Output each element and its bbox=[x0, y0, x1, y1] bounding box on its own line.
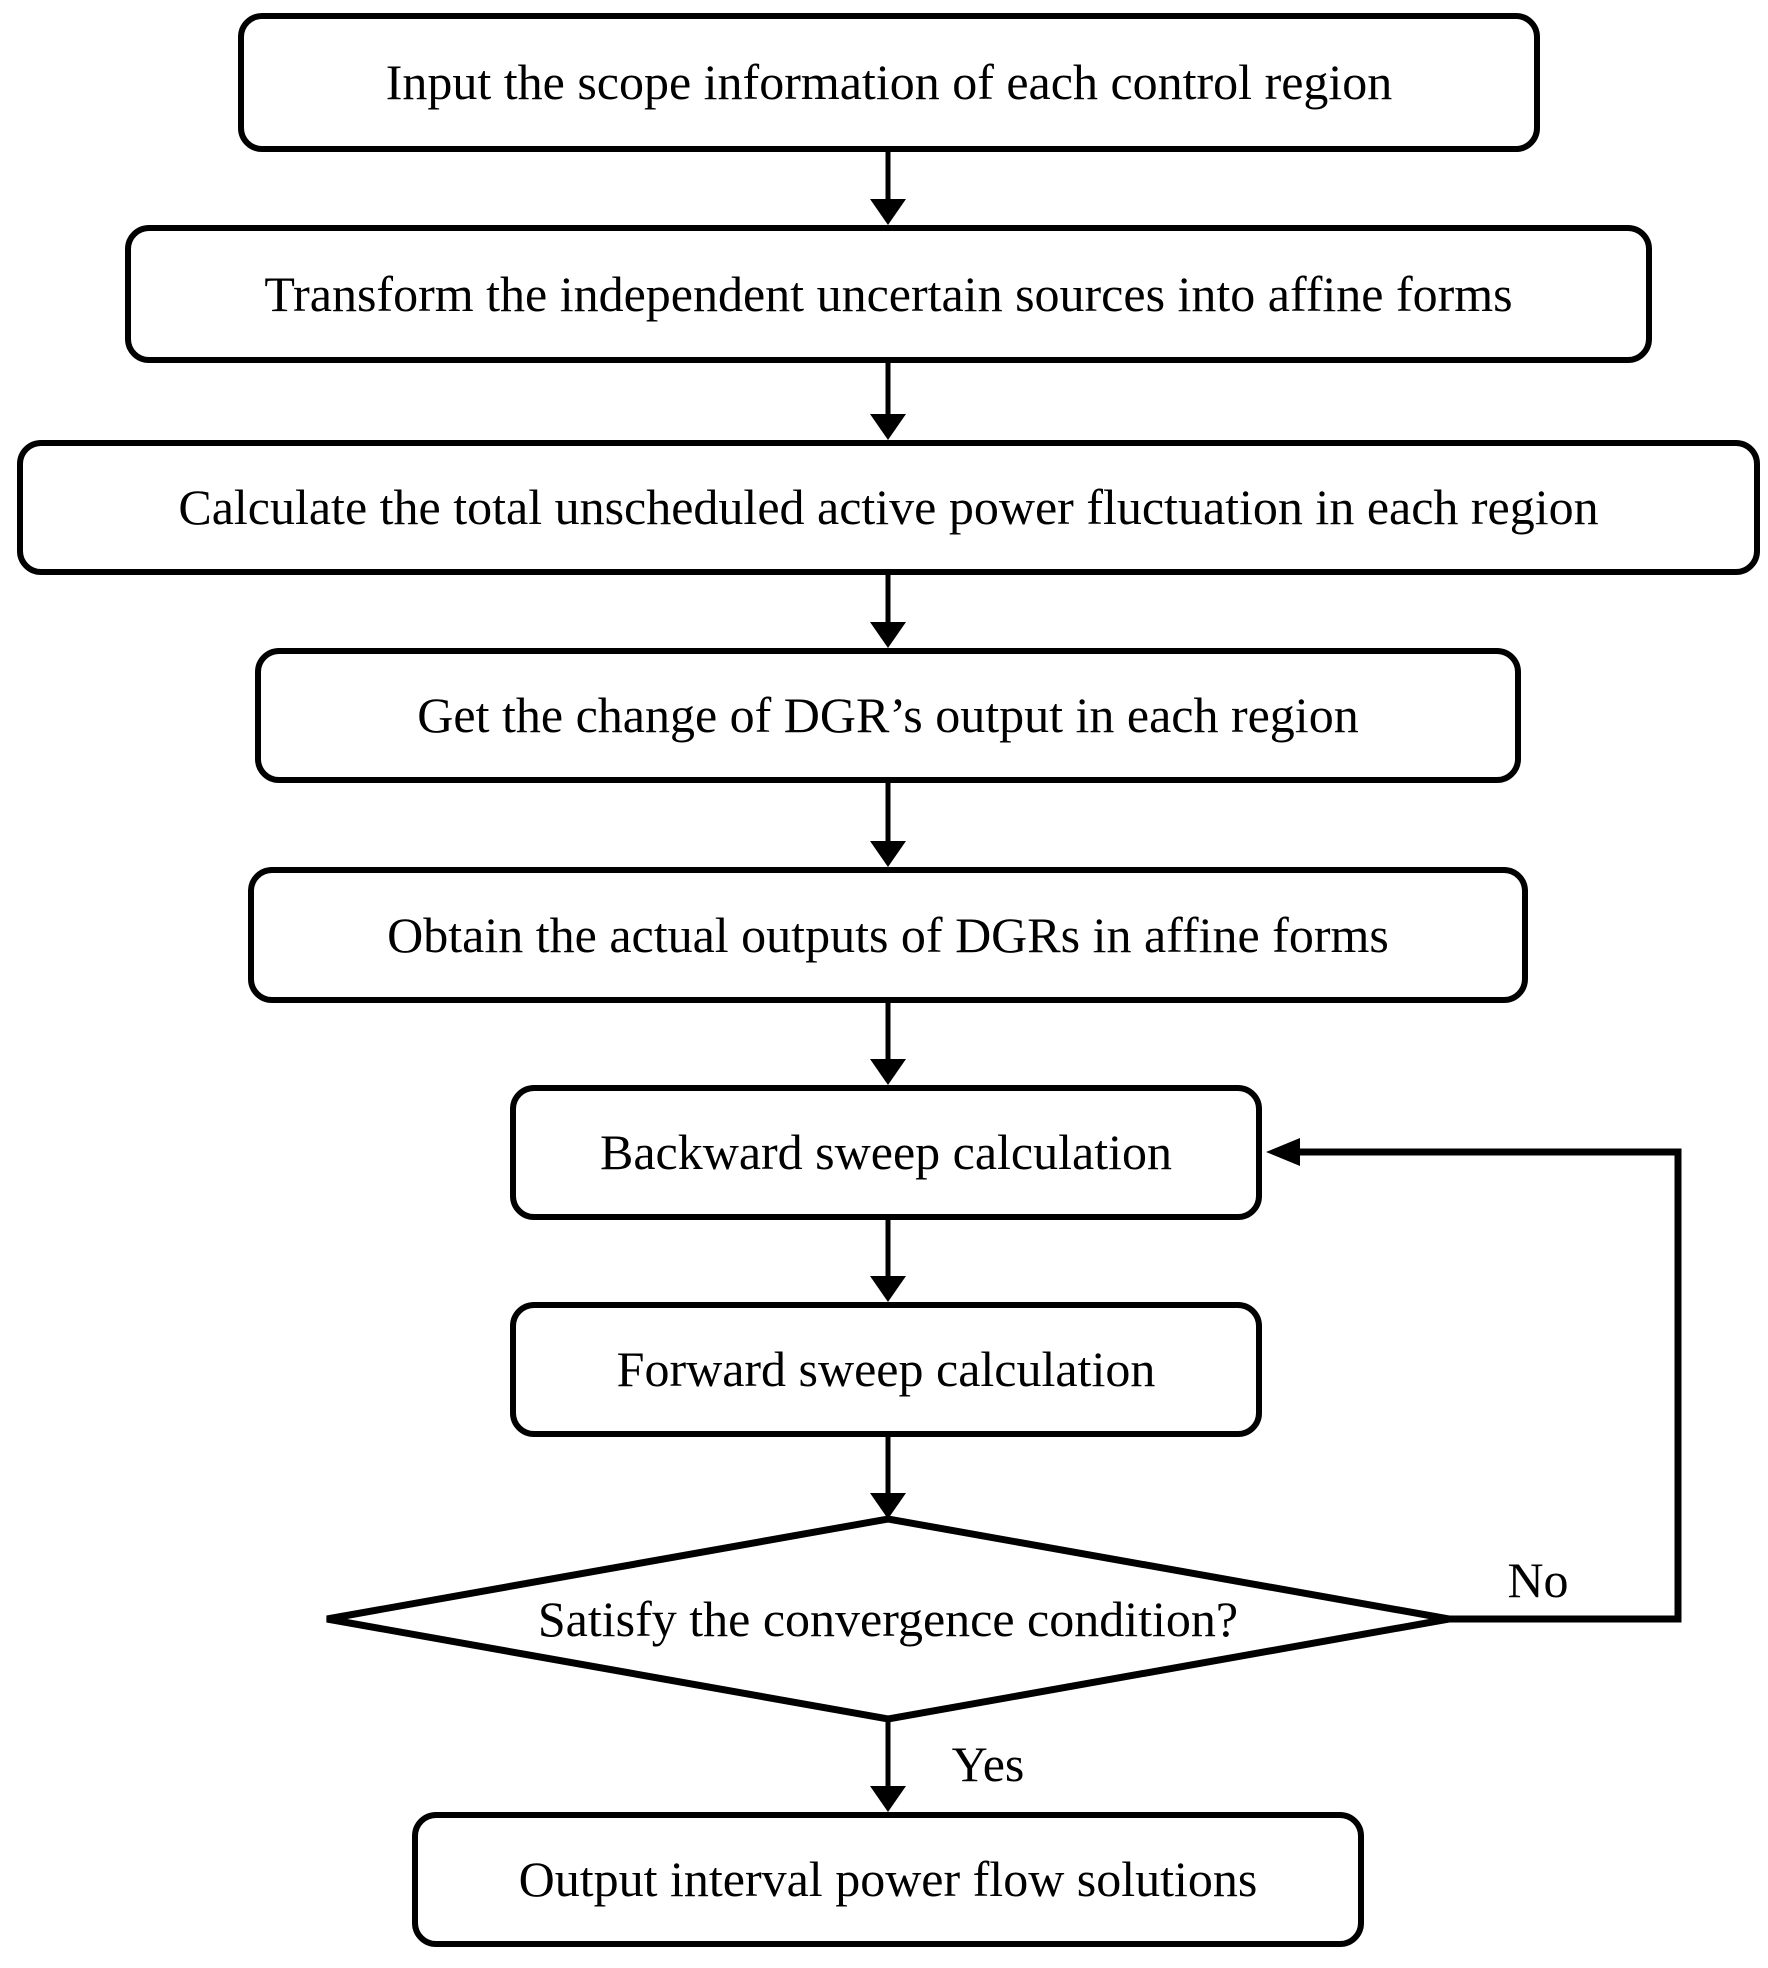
arrow-head bbox=[870, 1276, 906, 1302]
arrow-backward-to-forward bbox=[870, 1220, 906, 1302]
flow-node-input-scope: Input the scope information of each cont… bbox=[238, 13, 1540, 152]
arrow-head bbox=[870, 622, 906, 648]
node-label: Transform the independent uncertain sour… bbox=[264, 265, 1513, 322]
arrow-obtain-to-backward bbox=[870, 1003, 906, 1085]
node-label: Backward sweep calculation bbox=[600, 1124, 1172, 1180]
edge-label-yes: Yes bbox=[951, 1736, 1025, 1792]
flow-node-transform-sources: Transform the independent uncertain sour… bbox=[125, 225, 1652, 363]
node-label: Get the change of DGR’s output in each r… bbox=[417, 687, 1359, 743]
node-label: Output interval power flow solutions bbox=[518, 1851, 1258, 1907]
flow-node-backward-sweep: Backward sweep calculation bbox=[510, 1085, 1262, 1220]
arrow-input-to-transform bbox=[870, 152, 906, 225]
arrow-calculate-to-get-change bbox=[870, 575, 906, 648]
arrow-forward-to-convergence bbox=[870, 1437, 906, 1519]
edge-label-no: No bbox=[1507, 1552, 1569, 1608]
flow-node-get-dgr-change: Get the change of DGR’s output in each r… bbox=[255, 648, 1521, 783]
arrow-get-change-to-obtain bbox=[870, 783, 906, 867]
edge-no-feedback bbox=[1266, 1138, 1682, 1623]
node-label: Input the scope information of each cont… bbox=[385, 54, 1393, 110]
flow-node-forward-sweep: Forward sweep calculation bbox=[510, 1302, 1262, 1437]
flow-node-calculate-fluctuation: Calculate the total unscheduled active p… bbox=[17, 440, 1760, 575]
flow-node-convergence-check: Satisfy the convergence condition? bbox=[388, 1571, 1388, 1667]
arrow-head bbox=[870, 199, 906, 225]
node-label: Forward sweep calculation bbox=[616, 1341, 1156, 1397]
node-label: Calculate the total unscheduled active p… bbox=[178, 479, 1599, 535]
arrow-head bbox=[870, 1786, 906, 1812]
arrow-head bbox=[870, 1059, 906, 1085]
arrow-head bbox=[870, 841, 906, 867]
arrow-head bbox=[870, 1493, 906, 1519]
node-label: Satisfy the convergence condition? bbox=[537, 1590, 1239, 1647]
arrow-line bbox=[1298, 1148, 1682, 1623]
node-label: Obtain the actual outputs of DGRs in aff… bbox=[387, 906, 1389, 963]
arrow-head bbox=[1266, 1138, 1300, 1166]
arrow-head bbox=[870, 414, 906, 440]
flow-node-output-solutions: Output interval power flow solutions bbox=[412, 1812, 1364, 1947]
flow-node-obtain-dgr-outputs: Obtain the actual outputs of DGRs in aff… bbox=[248, 867, 1528, 1003]
arrow-convergence-to-output-yes bbox=[870, 1719, 906, 1812]
arrow-transform-to-calculate bbox=[870, 363, 906, 440]
